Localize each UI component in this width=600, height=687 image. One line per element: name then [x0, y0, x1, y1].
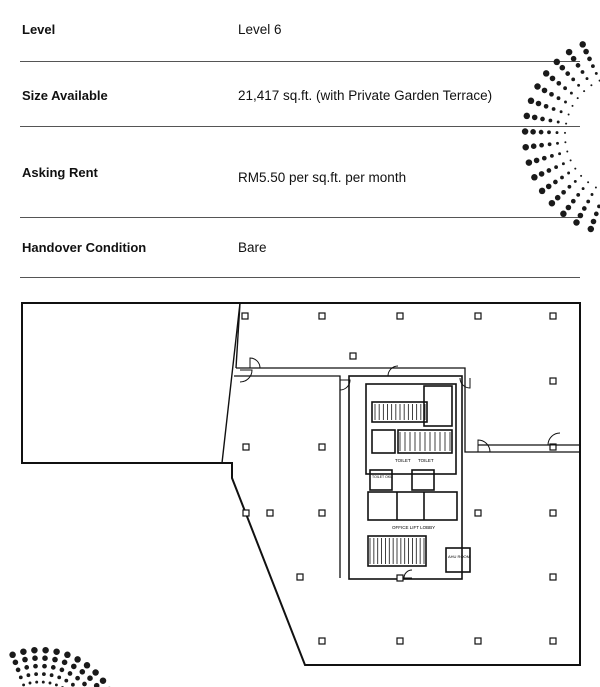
plan-label-oku: TOILET OKU	[372, 475, 393, 479]
plan-columns	[241, 312, 557, 645]
plan-label-lobby: OFFICE LIFT LOBBY	[392, 525, 435, 530]
spec-value: 21,417 sq.ft. (with Private Garden Terra…	[238, 88, 493, 103]
spec-label: Level	[22, 22, 56, 37]
plan-outer-wall	[21, 302, 581, 666]
spec-value: RM5.50 per sq.ft. per month	[238, 170, 407, 185]
divider	[20, 126, 580, 127]
divider	[20, 217, 580, 218]
plan-stair-treads	[369, 404, 451, 564]
plan-label-toilet: TOILET	[395, 458, 411, 463]
decorative-dots-top-right	[521, 41, 600, 233]
spec-label: Asking Rent	[22, 165, 98, 180]
spec-value: Level 6	[238, 22, 282, 37]
plan-garden-terrace	[22, 302, 241, 464]
spec-row-handover: Handover Condition Bare	[0, 218, 580, 278]
spec-value: Bare	[238, 240, 267, 255]
plan-label-toilet-2: TOILET	[418, 458, 434, 463]
spec-row-size: Size Available 21,417 sq.ft. (with Priva…	[0, 62, 580, 126]
plan-door-swings	[239, 357, 561, 579]
spec-row-rent: Asking Rent RM5.50 per sq.ft. per month	[0, 127, 580, 217]
spec-row-level: Level Level 6	[0, 0, 580, 62]
divider	[20, 277, 580, 278]
plan-core	[348, 375, 471, 580]
plan-corridor	[234, 367, 580, 578]
divider	[20, 61, 580, 62]
floor-plan: TOILET TOILET TOILET OKU OFFICE LIFT LOB…	[21, 302, 581, 666]
spec-label: Size Available	[22, 88, 108, 103]
plan-label-ahu: AHU ROOM	[448, 554, 470, 559]
spec-label: Handover Condition	[22, 240, 147, 255]
decorative-dots-bottom-left	[9, 646, 111, 687]
